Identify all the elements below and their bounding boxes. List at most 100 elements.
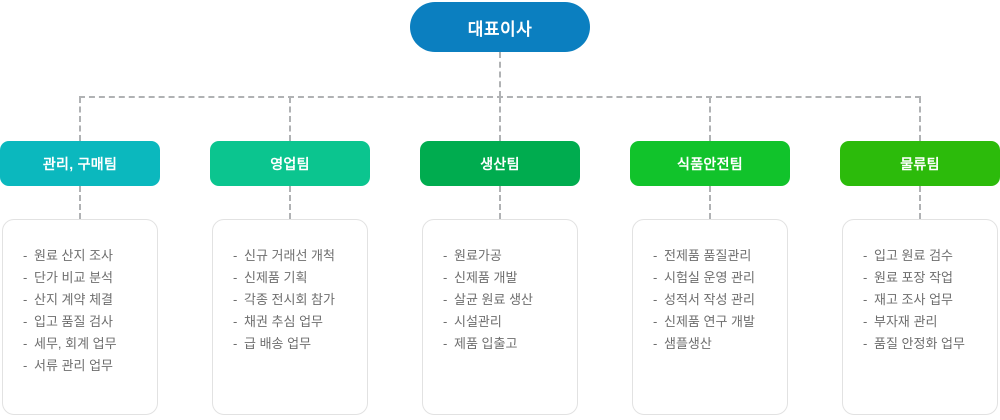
team-column-3: 생산팀 -원료가공 -신제품 개발 -살균 원료 생산 -시설관리 -제품 입출… [420, 0, 580, 420]
task-label: 입고 품질 검사 [34, 314, 113, 329]
task-bullet-dash: - [233, 314, 238, 329]
task-label: 원료 산지 조사 [34, 248, 113, 263]
task-label: 서류 관리 업무 [34, 358, 113, 373]
list-item: -단가 비교 분석 [23, 267, 157, 289]
list-item: -전제품 품질관리 [653, 245, 787, 267]
task-label: 단가 비교 분석 [34, 270, 113, 285]
list-item: -시설관리 [443, 311, 577, 333]
task-bullet-dash: - [23, 248, 28, 263]
team-drop-connector-mid [919, 186, 921, 219]
task-bullet-dash: - [233, 270, 238, 285]
list-item: -원료 산지 조사 [23, 245, 157, 267]
ceo-node[interactable]: 대표이사 [410, 2, 590, 52]
team-header-5[interactable]: 물류팀 [840, 141, 1000, 186]
team-column-4: 식품안전팀 -전제품 품질관리 -시험실 운영 관리 -성적서 작성 관리 -신… [630, 0, 790, 420]
task-label: 시험실 운영 관리 [664, 270, 755, 285]
task-bullet-dash: - [23, 270, 28, 285]
team-tasks-box-3: -원료가공 -신제품 개발 -살균 원료 생산 -시설관리 -제품 입출고 [422, 219, 578, 415]
team-header-1[interactable]: 관리, 구매팀 [0, 141, 160, 186]
task-bullet-dash: - [443, 292, 448, 307]
task-bullet-dash: - [23, 358, 28, 373]
task-label: 세무, 회계 업무 [34, 336, 117, 351]
team-tasks-box-5: -입고 원료 검수 -원료 포장 작업 -재고 조사 업무 -부자재 관리 -품… [842, 219, 998, 415]
task-bullet-dash: - [863, 292, 868, 307]
list-item: -채권 추심 업무 [233, 311, 367, 333]
team-header-4[interactable]: 식품안전팀 [630, 141, 790, 186]
task-list-5: -입고 원료 검수 -원료 포장 작업 -재고 조사 업무 -부자재 관리 -품… [843, 245, 997, 355]
team-drop-connector-top [79, 97, 81, 141]
team-drop-connector-mid [289, 186, 291, 219]
team-name-label: 식품안전팀 [677, 155, 743, 172]
list-item: -신규 거래선 개척 [233, 245, 367, 267]
list-item: -성적서 작성 관리 [653, 289, 787, 311]
list-item: -품질 안정화 업무 [863, 333, 997, 355]
team-drop-connector-mid [709, 186, 711, 219]
task-label: 성적서 작성 관리 [664, 292, 755, 307]
list-item: -산지 계약 체결 [23, 289, 157, 311]
team-drop-connector-top [289, 97, 291, 141]
list-item: -신제품 기획 [233, 267, 367, 289]
team-drop-connector-top [919, 97, 921, 141]
list-item: -샘플생산 [653, 333, 787, 355]
ceo-stem-connector [499, 52, 501, 97]
task-label: 살균 원료 생산 [454, 292, 533, 307]
task-list-2: -신규 거래선 개척 -신제품 기획 -각종 전시회 참가 -채권 추심 업무 … [213, 245, 367, 355]
task-label: 원료가공 [454, 248, 502, 263]
team-name-label: 생산팀 [480, 155, 520, 172]
task-label: 각종 전시회 참가 [244, 292, 335, 307]
list-item: -신제품 개발 [443, 267, 577, 289]
task-bullet-dash: - [443, 314, 448, 329]
task-label: 산지 계약 체결 [34, 292, 113, 307]
task-label: 재고 조사 업무 [874, 292, 953, 307]
team-column-1: 관리, 구매팀 -원료 산지 조사 -단가 비교 분석 -산지 계약 체결 -입… [0, 0, 160, 420]
ceo-label: 대표이사 [467, 19, 533, 39]
task-label: 신제품 연구 개발 [664, 314, 755, 329]
list-item: -입고 원료 검수 [863, 245, 997, 267]
list-item: -원료 포장 작업 [863, 267, 997, 289]
list-item: -부자재 관리 [863, 311, 997, 333]
list-item: -신제품 연구 개발 [653, 311, 787, 333]
team-tasks-box-1: -원료 산지 조사 -단가 비교 분석 -산지 계약 체결 -입고 품질 검사 … [2, 219, 158, 415]
list-item: -살균 원료 생산 [443, 289, 577, 311]
team-header-2[interactable]: 영업팀 [210, 141, 370, 186]
list-item: -각종 전시회 참가 [233, 289, 367, 311]
task-bullet-dash: - [653, 314, 658, 329]
task-bullet-dash: - [863, 270, 868, 285]
task-bullet-dash: - [443, 336, 448, 351]
task-label: 샘플생산 [664, 336, 712, 351]
list-item: -세무, 회계 업무 [23, 333, 157, 355]
task-bullet-dash: - [23, 314, 28, 329]
task-bullet-dash: - [653, 248, 658, 263]
team-drop-connector-top [499, 97, 501, 141]
task-bullet-dash: - [653, 270, 658, 285]
list-item: -제품 입출고 [443, 333, 577, 355]
task-bullet-dash: - [233, 292, 238, 307]
team-column-5: 물류팀 -입고 원료 검수 -원료 포장 작업 -재고 조사 업무 -부자재 관… [840, 0, 1000, 420]
task-label: 품질 안정화 업무 [874, 336, 965, 351]
task-bullet-dash: - [863, 336, 868, 351]
list-item: -서류 관리 업무 [23, 355, 157, 377]
task-bullet-dash: - [653, 292, 658, 307]
task-label: 신제품 개발 [454, 270, 518, 285]
team-drop-connector-mid [499, 186, 501, 219]
task-bullet-dash: - [443, 248, 448, 263]
team-name-label: 관리, 구매팀 [42, 155, 118, 172]
task-label: 제품 입출고 [454, 336, 518, 351]
team-tasks-box-4: -전제품 품질관리 -시험실 운영 관리 -성적서 작성 관리 -신제품 연구 … [632, 219, 788, 415]
team-drop-connector-mid [79, 186, 81, 219]
task-list-3: -원료가공 -신제품 개발 -살균 원료 생산 -시설관리 -제품 입출고 [423, 245, 577, 355]
task-bullet-dash: - [863, 248, 868, 263]
task-label: 신제품 기획 [244, 270, 308, 285]
list-item: -원료가공 [443, 245, 577, 267]
team-header-3[interactable]: 생산팀 [420, 141, 580, 186]
list-item: -재고 조사 업무 [863, 289, 997, 311]
team-tasks-box-2: -신규 거래선 개척 -신제품 기획 -각종 전시회 참가 -채권 추심 업무 … [212, 219, 368, 415]
team-column-2: 영업팀 -신규 거래선 개척 -신제품 기획 -각종 전시회 참가 -채권 추심… [210, 0, 370, 420]
task-label: 입고 원료 검수 [874, 248, 953, 263]
task-bullet-dash: - [23, 292, 28, 307]
task-bullet-dash: - [233, 248, 238, 263]
task-bullet-dash: - [863, 314, 868, 329]
task-label: 부자재 관리 [874, 314, 938, 329]
team-drop-connector-top [709, 97, 711, 141]
